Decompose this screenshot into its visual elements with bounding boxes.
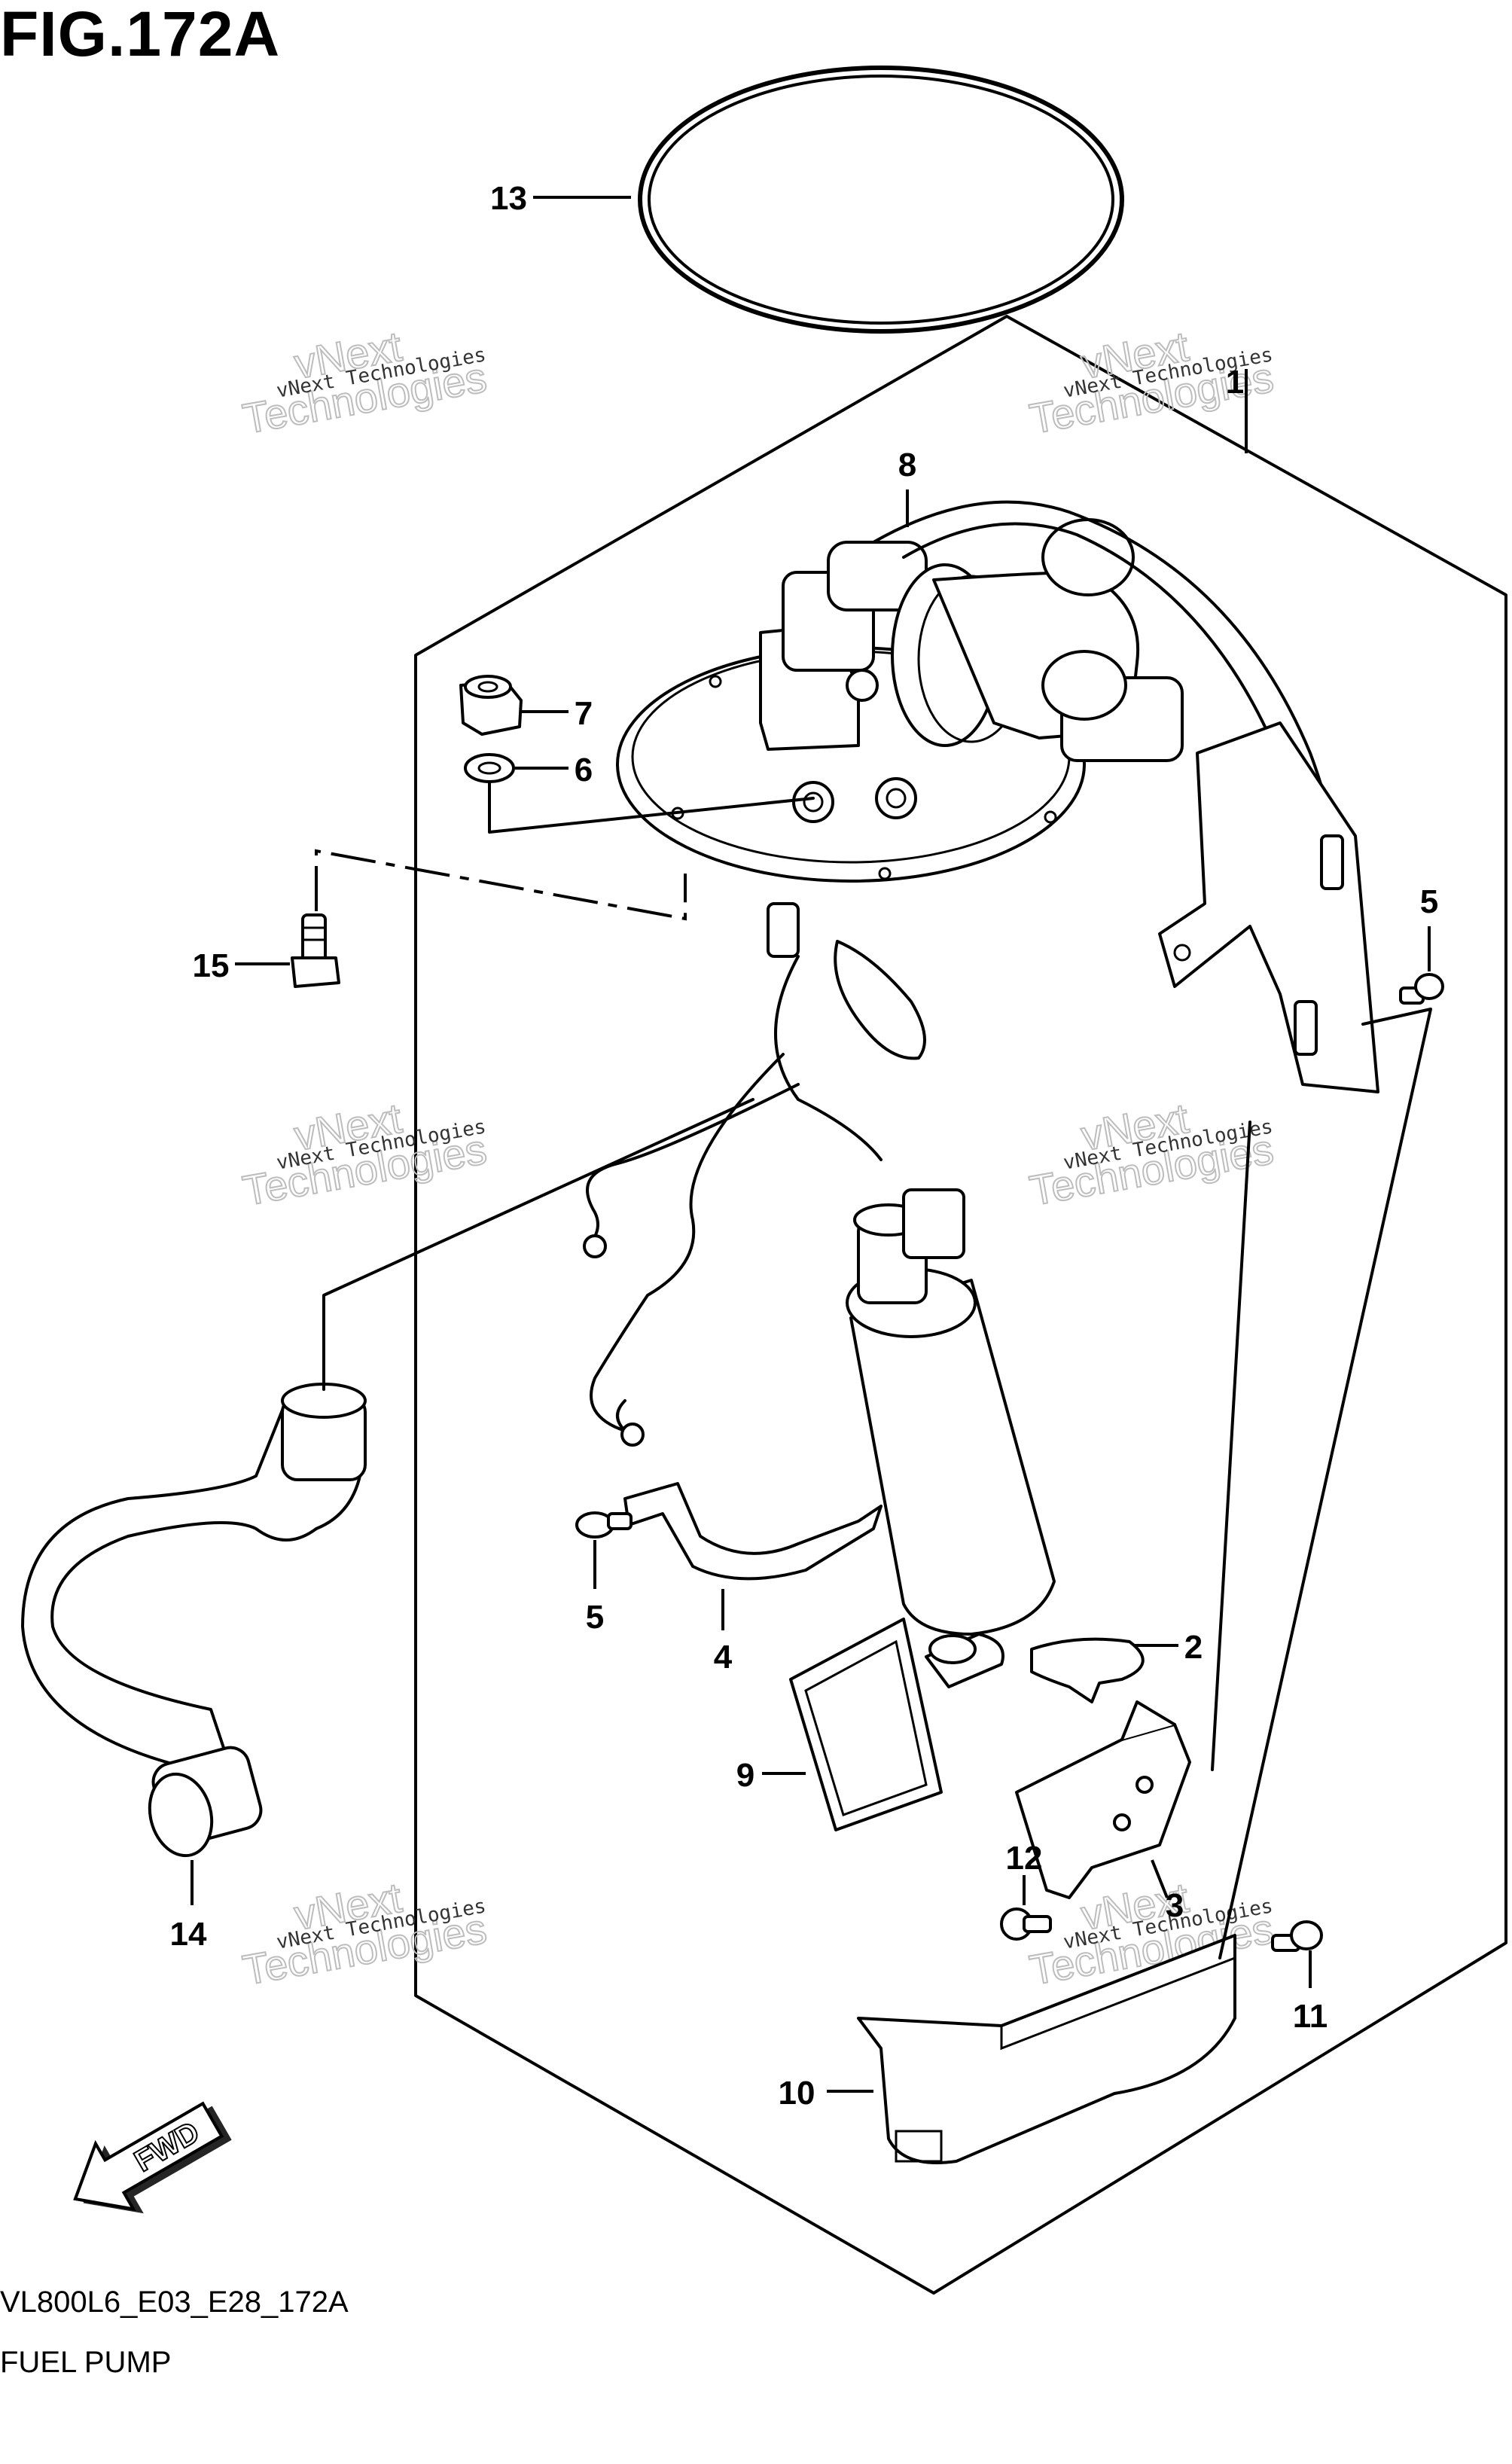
- fuel-pump-motor-part: [846, 1188, 1056, 1636]
- callout-11: 11: [1293, 1998, 1328, 2035]
- fuel-filter-part: [789, 1618, 1004, 1831]
- callout-5a: 5: [1420, 883, 1438, 920]
- callout-7: 7: [575, 695, 593, 732]
- fwd-arrow-icon: FWD: [73, 2101, 232, 2214]
- washer-part: [464, 753, 515, 783]
- bolt-15-guide: [315, 849, 687, 921]
- pump-clamp-part: [623, 1482, 883, 1581]
- wire-harness-part: [583, 955, 883, 1447]
- pump-cushion-part: [1030, 1637, 1145, 1703]
- callout-5b: 5: [586, 1599, 604, 1636]
- callout-13: 13: [490, 180, 527, 217]
- screw-5-right-part: [1399, 973, 1444, 1005]
- figure-name: FUEL PUMP: [0, 2346, 172, 2379]
- bolt-12-part: [1000, 1907, 1052, 1941]
- bracket-guide: [1211, 1121, 1251, 1771]
- o-ring-part: [638, 66, 1124, 334]
- assembly-outline: [414, 315, 1507, 2295]
- screw-5-left-part: [575, 1511, 633, 1538]
- bolt-15-part: [291, 913, 340, 988]
- callout-2: 2: [1184, 1629, 1203, 1666]
- callout-4: 4: [714, 1639, 733, 1676]
- fuel-hose-part: [21, 1383, 367, 1858]
- nut-washer-guide: [488, 782, 815, 834]
- callout-9: 9: [736, 1757, 754, 1794]
- callout-14: 14: [170, 1916, 207, 1953]
- pressure-regulator-part: [759, 518, 1184, 823]
- right-bracket-part: [1158, 721, 1379, 1093]
- callout-6: 6: [575, 752, 593, 788]
- hose-guide: [322, 1098, 754, 1391]
- callout-15: 15: [193, 947, 230, 984]
- flange-outlets: [767, 902, 926, 1060]
- callout-12: 12: [1006, 1840, 1043, 1877]
- screw-11-part: [1271, 1920, 1323, 1952]
- leader-3: [1151, 1859, 1169, 1898]
- callout-3: 3: [1166, 1887, 1184, 1924]
- pump-case-part: [857, 1934, 1236, 2164]
- nut-part: [459, 675, 523, 736]
- figure-title: FIG.172A: [0, 0, 281, 69]
- callout-1: 1: [1226, 364, 1244, 401]
- figure-code: VL800L6_E03_E28_172A: [0, 2286, 349, 2319]
- pump-holder-part: [1015, 1700, 1191, 1899]
- callout-10: 10: [779, 2075, 815, 2112]
- callout-8: 8: [898, 447, 916, 483]
- screw-5-guide: [1218, 1008, 1432, 1959]
